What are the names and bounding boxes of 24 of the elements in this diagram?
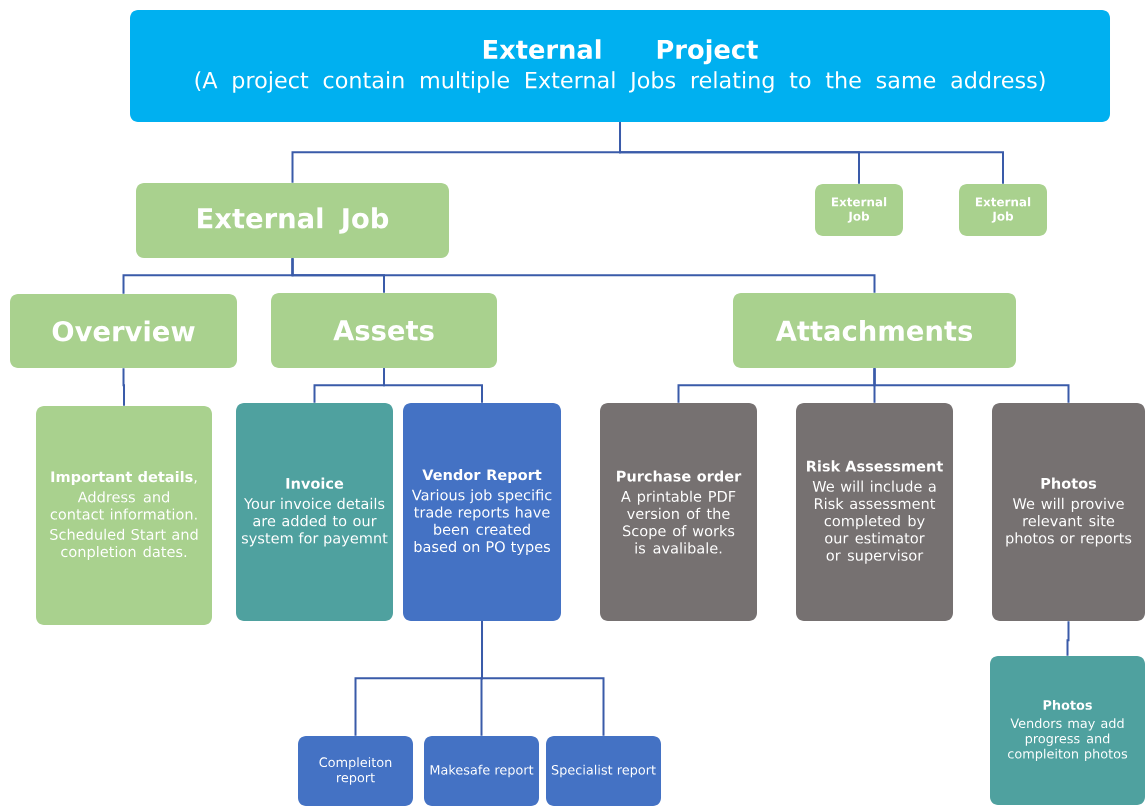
report-box: Compleiton report [298,736,413,806]
category-box: Attachments [733,293,1016,368]
info-card: Purchase order A printable PDF version of the Scope of works is avalibale. [600,403,757,621]
job-box: External Job [959,184,1047,236]
connector-line [873,367,1070,404]
project-box: External Project (A project contain multiple External Jobs relating to the same address) [130,10,1110,122]
category-box: Assets [271,293,497,368]
connector-line [291,257,876,294]
category-box: Overview [10,294,237,368]
info-card: Invoice Your invoice details are added to our system for payemnt [236,403,393,621]
info-card: Important details, Address and contact information. Scheduled Start and conpletion dates. [36,406,212,625]
connector-line [481,620,605,737]
info-card: Photos We will provive relevant site photos or reports [992,403,1145,621]
info-card: Risk Assessment We will include a Risk assessment completed by our estimator or supervisor [796,403,953,621]
connector-line [1066,620,1070,657]
job-box: External Job [136,183,449,258]
info-card: Vendor Report Various job specific trade reports have been created based on PO types [403,403,561,621]
connector-line [383,367,483,404]
job-box: External Job [815,184,903,236]
report-box: Makesafe report [424,736,539,806]
connector-line [122,367,125,407]
info-card: Photos Vendors may add progress and compleiton photos [990,656,1145,805]
connector-line [619,121,1004,185]
report-box: Specialist report [546,736,661,806]
